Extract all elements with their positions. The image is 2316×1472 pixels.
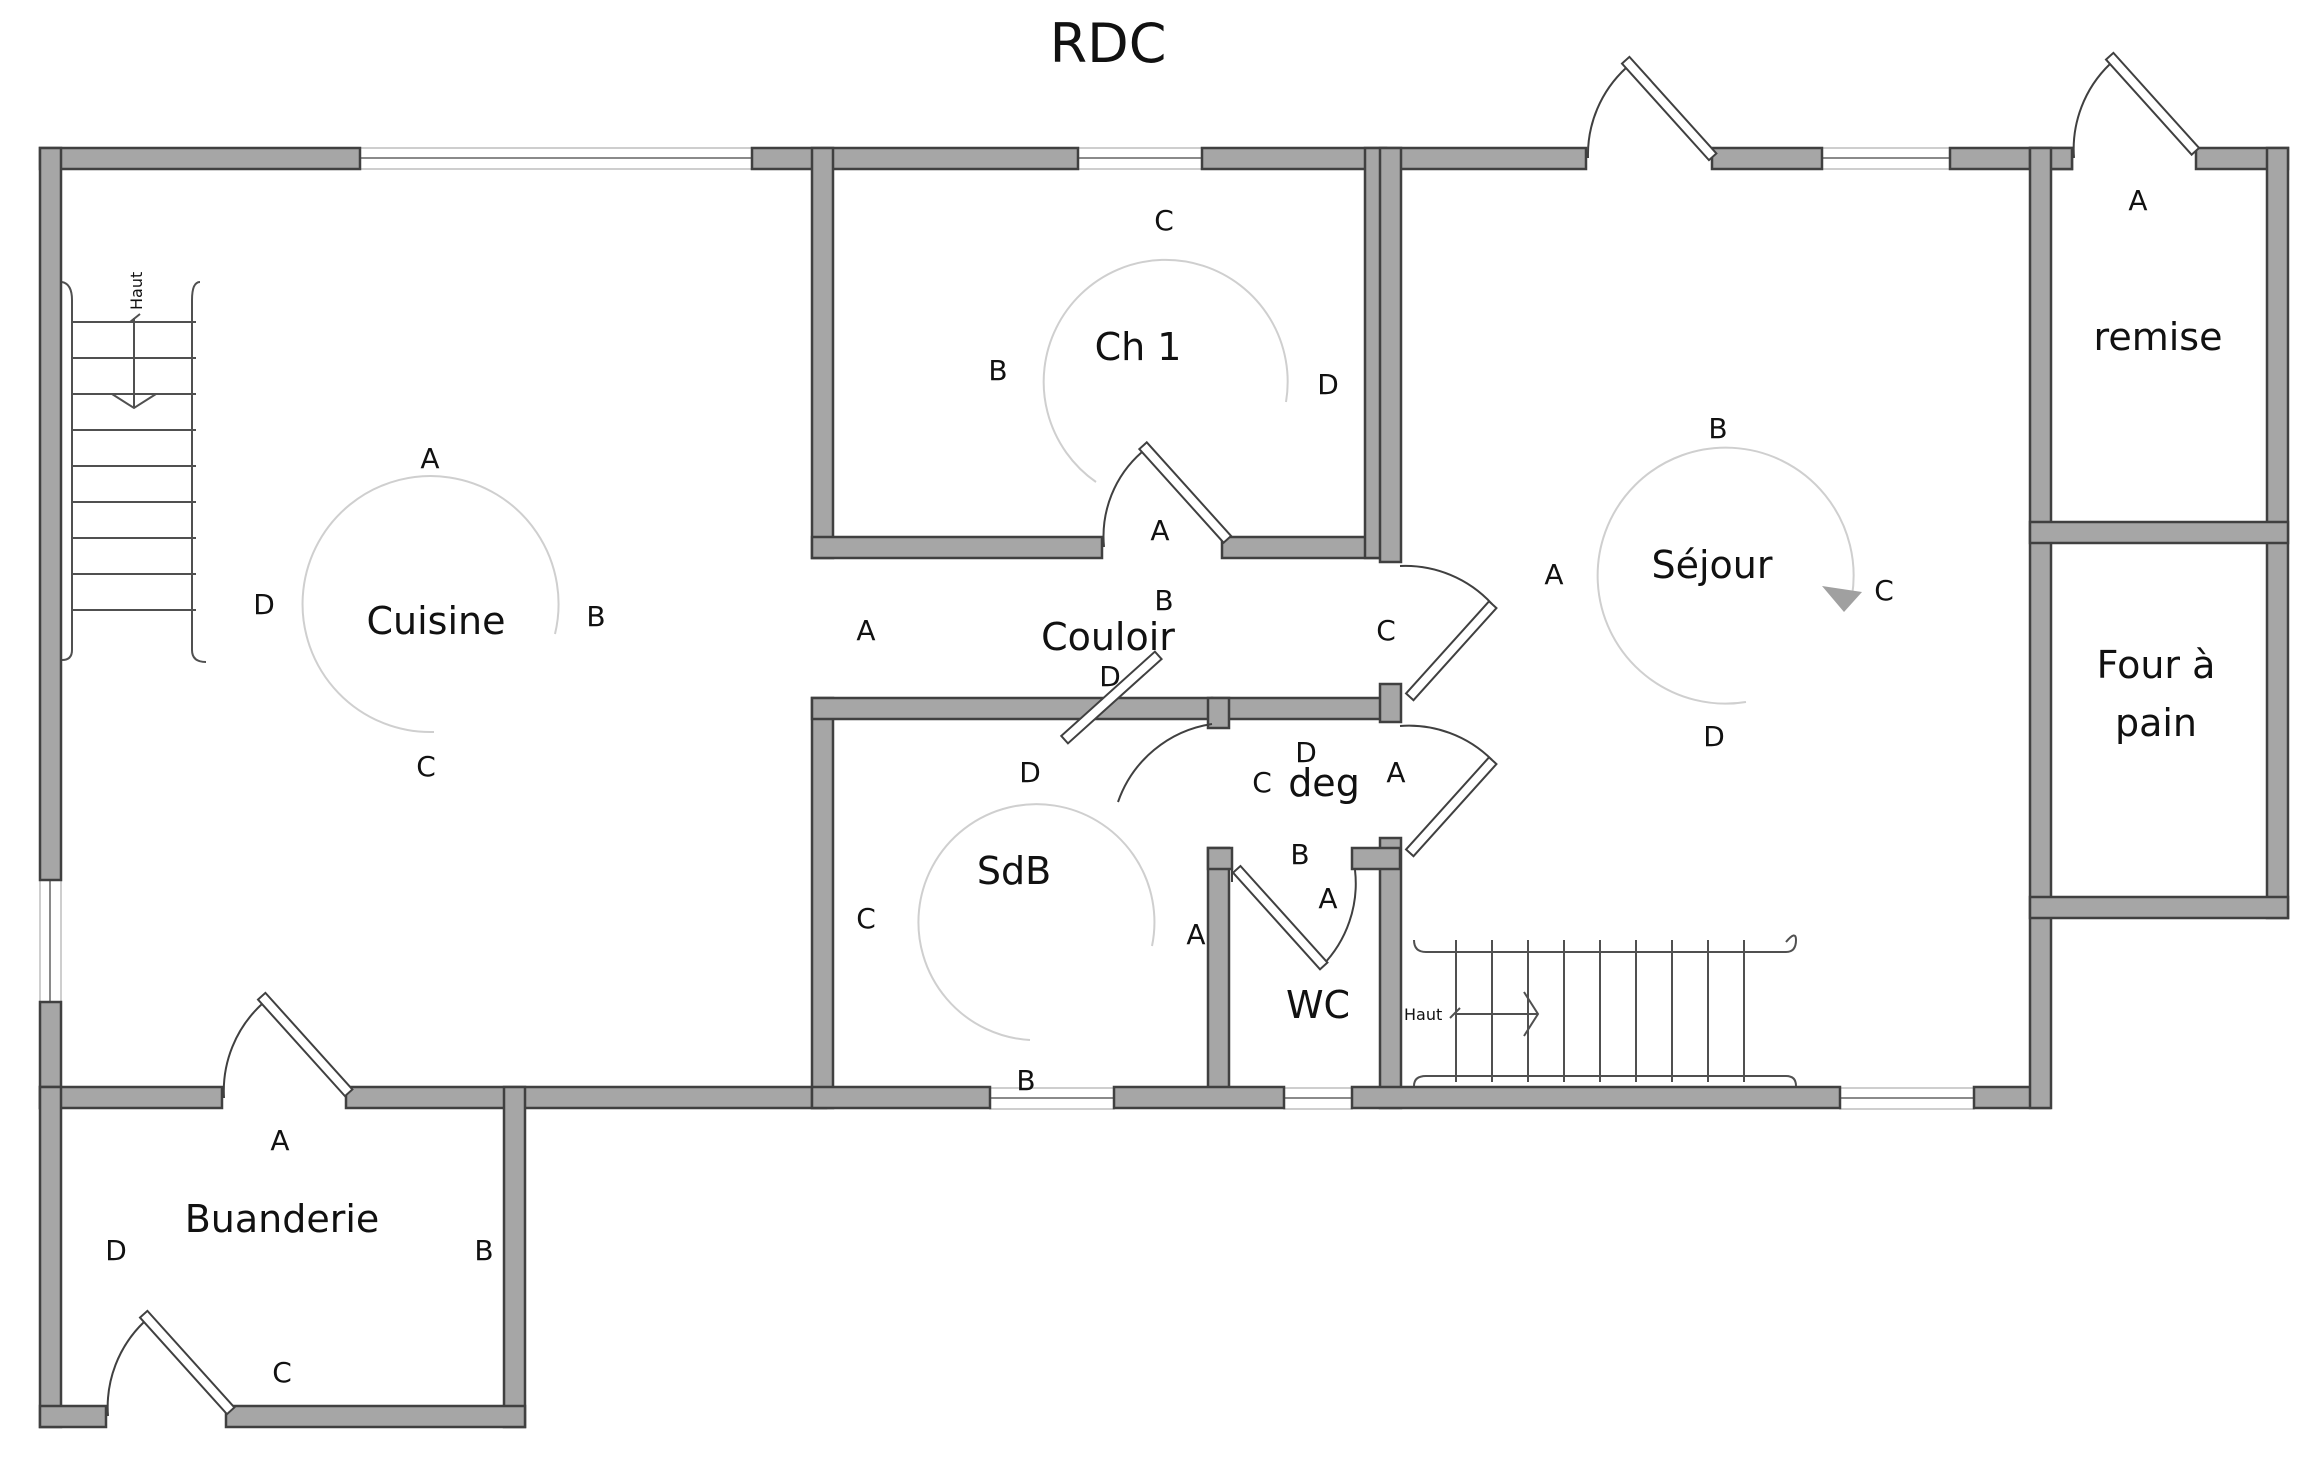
deg-label-c: C xyxy=(1252,766,1272,799)
wc-label-a: A xyxy=(1318,882,1337,915)
cuisine-label-b: B xyxy=(586,600,605,633)
walls xyxy=(38,146,2290,1429)
right-stair-label: Haut xyxy=(1404,1005,1442,1024)
sejour-label-b: B xyxy=(1708,412,1727,445)
buanderie-label-d: D xyxy=(105,1234,127,1267)
cuisine-label-a: A xyxy=(420,442,439,475)
room-sdb: SdB xyxy=(977,849,1051,893)
sdb-label-c: C xyxy=(856,902,876,935)
sejour-label-c: C xyxy=(1874,574,1894,607)
room-deg: deg xyxy=(1288,761,1360,805)
plan-title: RDC xyxy=(1050,12,1167,75)
buanderie-label-c: C xyxy=(272,1356,292,1389)
ch1-label-c: C xyxy=(1154,204,1174,237)
right-staircase xyxy=(1413,934,1798,1087)
deg-label-b: B xyxy=(1290,838,1309,871)
couloir-label-d: D xyxy=(1099,660,1121,693)
doors xyxy=(106,51,2201,1417)
room-four-line1: Four à xyxy=(2097,643,2216,687)
buanderie-label-a: A xyxy=(270,1124,289,1157)
buanderie-label-b: B xyxy=(474,1234,493,1267)
ch1-label-b: B xyxy=(988,354,1007,387)
room-buanderie: Buanderie xyxy=(185,1197,380,1241)
couloir-label-b: B xyxy=(1154,584,1173,617)
left-stair-label: Haut xyxy=(127,272,146,310)
ch1-label-d: D xyxy=(1317,368,1339,401)
room-remise: remise xyxy=(2094,315,2223,359)
couloir-label-a: A xyxy=(856,614,875,647)
rotation-arrows xyxy=(301,258,1862,1041)
wall-letters: A B C D A B C D A B C D A B C D A A B C … xyxy=(105,184,2147,1389)
deg-label-a: A xyxy=(1386,756,1405,789)
sejour-label-d: D xyxy=(1703,720,1725,753)
deg-label-d: D xyxy=(1295,736,1317,769)
left-staircase xyxy=(61,281,207,663)
room-sejour: Séjour xyxy=(1651,543,1772,587)
cuisine-label-c: C xyxy=(416,750,436,783)
room-cuisine: Cuisine xyxy=(367,599,506,643)
sejour-label-a: A xyxy=(1544,558,1563,591)
cuisine-label-d: D xyxy=(253,588,275,621)
room-ch1: Ch 1 xyxy=(1095,325,1182,369)
remise-label-a: A xyxy=(2128,184,2147,217)
ch1-label-a: A xyxy=(1150,514,1169,547)
sdb-label-b: B xyxy=(1016,1064,1035,1097)
windows xyxy=(39,147,1975,1110)
sdb-label-a: A xyxy=(1186,918,1205,951)
room-four-line2: pain xyxy=(2115,701,2197,745)
room-couloir: Couloir xyxy=(1041,615,1175,659)
couloir-label-c: C xyxy=(1376,614,1396,647)
room-wc: WC xyxy=(1286,983,1350,1027)
sdb-label-d: D xyxy=(1019,756,1041,789)
